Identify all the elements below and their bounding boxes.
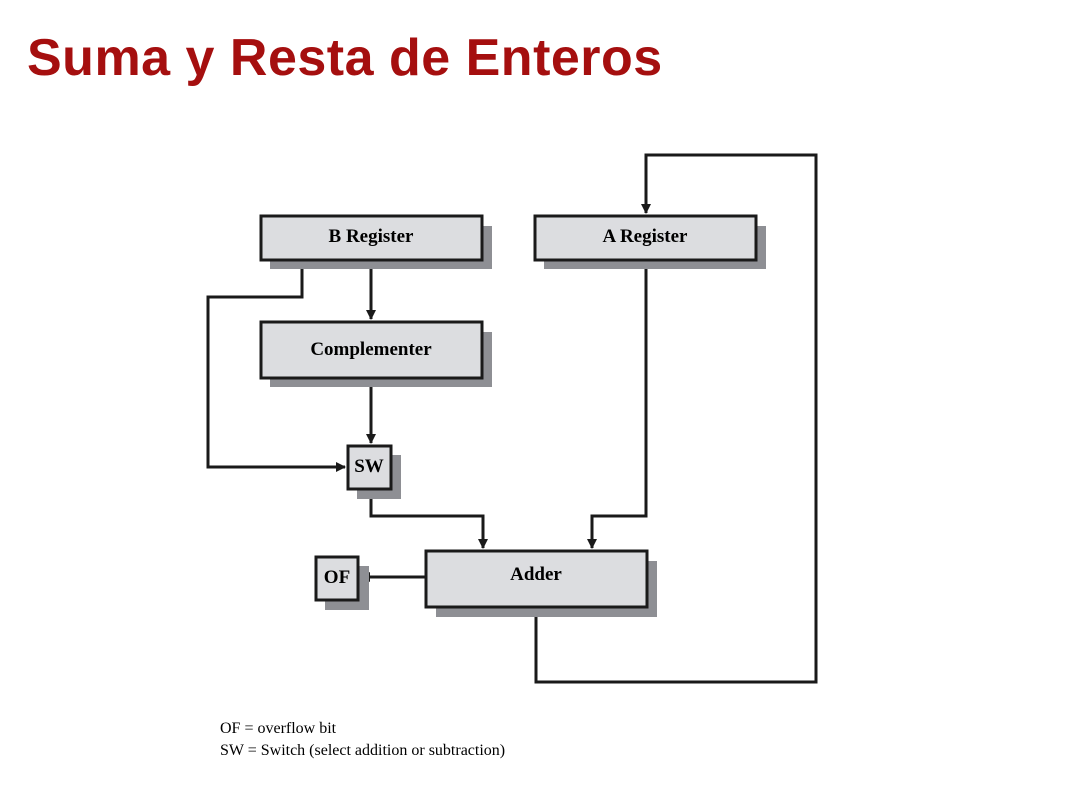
- connector-b-to-switch: [206, 260, 346, 472]
- overflow-box: OF: [314, 555, 369, 610]
- connector-adder-feedback-to-a: [534, 153, 818, 684]
- legend-line-overflow: OF = overflow bit: [220, 720, 337, 737]
- adder-box: Adder: [424, 549, 657, 617]
- connector-switch-to-adder: [369, 490, 488, 549]
- adder-label: Adder: [510, 564, 562, 585]
- legend-line-switch: SW = Switch (select addition or subtract…: [220, 742, 505, 759]
- slide-title: Suma y Resta de Enteros: [27, 29, 663, 87]
- overflow-label: OF: [324, 567, 350, 588]
- connector-a-to-adder: [587, 260, 648, 549]
- b-register-box: B Register: [259, 214, 492, 269]
- legend: OF = overflow bit SW = Switch (select ad…: [220, 720, 505, 759]
- a-register-box: A Register: [533, 214, 766, 269]
- b-register-label: B Register: [329, 226, 415, 247]
- connectors: [206, 153, 818, 684]
- switch-box: SW: [346, 444, 401, 499]
- complementer-label: Complementer: [310, 339, 432, 360]
- complementer-box: Complementer: [259, 320, 492, 387]
- switch-label: SW: [354, 456, 384, 477]
- a-register-label: A Register: [603, 226, 689, 247]
